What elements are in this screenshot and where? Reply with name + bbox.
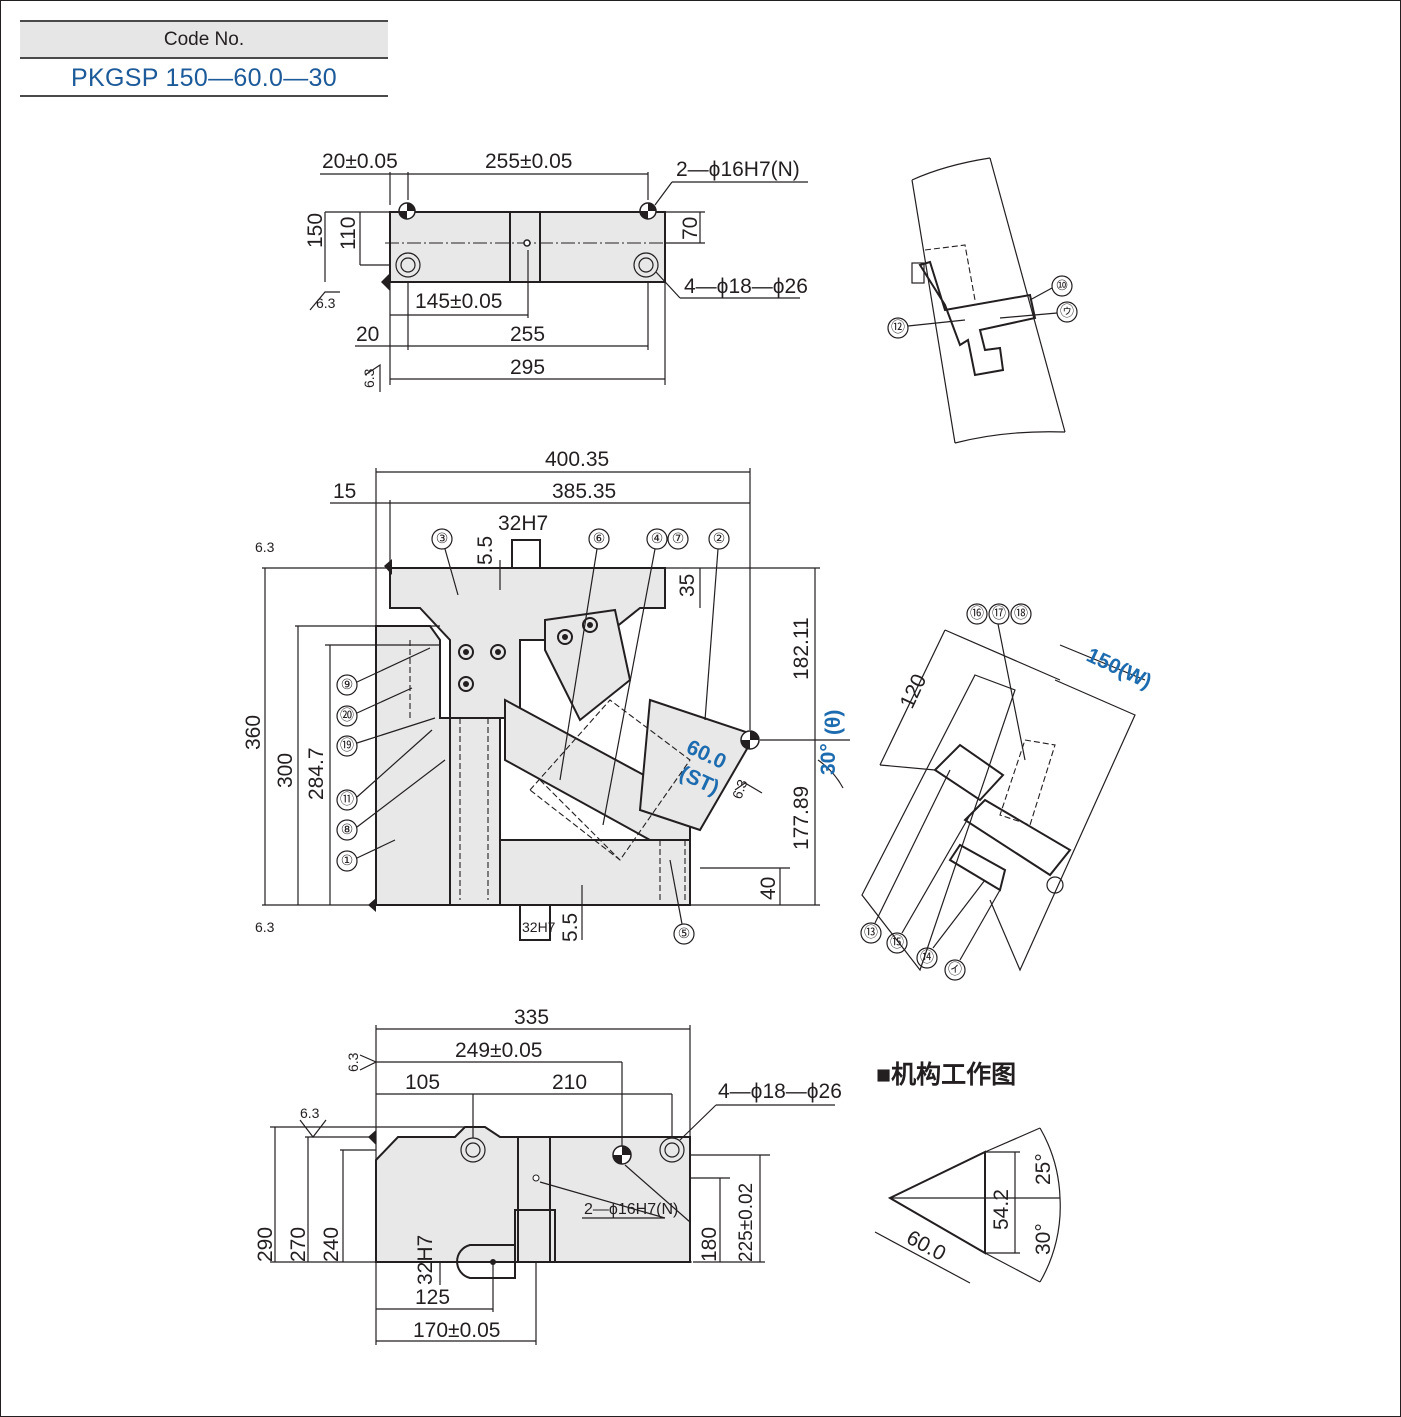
- top-plate-part3: [389, 567, 666, 719]
- dim-40: 40: [757, 877, 780, 900]
- callout-9: ⑨: [341, 677, 354, 693]
- dim-20: 20: [356, 323, 379, 346]
- roughness-label: 6.3: [316, 295, 336, 311]
- callout-2: ②: [713, 531, 726, 547]
- callout-18: ⑱: [1014, 606, 1028, 622]
- callout-16: ⑯: [970, 606, 984, 622]
- dim-20-tol: 20±0.05: [322, 150, 398, 173]
- callout-1: ①: [341, 853, 354, 869]
- pin-holes-label: 2—ϕ16H7(N): [584, 1201, 678, 1218]
- callout-19: ⑲: [340, 738, 354, 754]
- bottom-view: 335 249±0.05 105 210 4—ϕ18—ϕ26 2—ϕ16H7(N…: [254, 1006, 842, 1345]
- bolt-holes-label: 4—ϕ18—ϕ26: [718, 1080, 842, 1103]
- dim-5-5-bottom: 5.5: [559, 913, 582, 942]
- roughness-label: 6.3: [255, 919, 275, 935]
- dim-290: 290: [254, 1227, 277, 1262]
- dim-32h7: 32H7: [414, 1235, 437, 1285]
- dim-300: 300: [274, 753, 297, 788]
- code-box: Code No. PKGSP 150—60.0—30: [20, 20, 388, 97]
- pin-holes-label: 2—ϕ16H7(N): [676, 158, 800, 181]
- dim-182-11: 182.11: [790, 617, 813, 680]
- callout-17: ⑰: [992, 606, 1006, 622]
- callout-6: ⑥: [593, 531, 606, 547]
- dim-120: 120: [896, 671, 932, 712]
- callout-22: ㋒: [1060, 304, 1074, 320]
- front-view: 400.35 15 385.35 32H7 5.5 35 182.11 177.…: [242, 448, 850, 945]
- callout-11: ⑪: [340, 792, 354, 808]
- callout-4: ④: [651, 531, 664, 547]
- roughness-label: 6.3: [300, 1105, 320, 1121]
- bolt-hole-icon: [1046, 876, 1064, 894]
- roughness-label: 6.3: [345, 1052, 361, 1072]
- dim-105: 105: [405, 1071, 440, 1094]
- dim-150: 150: [304, 213, 327, 248]
- dim-145-tol: 145±0.05: [415, 290, 502, 313]
- mechanism-diagram: ■机构工作图 54.2 25° 30° 60.0: [874, 1061, 1061, 1284]
- mechanism-height: 54.2: [990, 1189, 1013, 1230]
- dim-177-89: 177.89: [790, 786, 813, 850]
- callout-3: ③: [436, 531, 449, 547]
- detail-side-view: ⑯ ⑰ ⑱ 120 150(W) ⑬ ⑮ ⑭ ㋑: [860, 603, 1155, 981]
- angle-symbol: (θ): [822, 710, 845, 735]
- roughness-label: 6.3: [729, 777, 751, 801]
- callouts: ③ ⑥ ④ ⑦ ② ⑨ ⑳ ⑲ ⑪ ⑧ ① ⑤: [336, 528, 730, 945]
- dim-335: 335: [514, 1006, 549, 1029]
- dim-385-35: 385.35: [552, 480, 616, 503]
- callout-13: ⑬: [864, 925, 878, 941]
- dim-270: 270: [287, 1227, 310, 1262]
- detail-mount-view: ⑩ ㋒ ⑫: [887, 157, 1078, 444]
- callout-7: ⑦: [672, 531, 685, 547]
- dim-170-tol: 170±0.05: [413, 1319, 500, 1342]
- callout-15: ⑮: [890, 935, 904, 951]
- dim-255: 255: [510, 323, 545, 346]
- top-view: 20±0.05 255±0.05 2—ϕ16H7(N) 150 110 70 4…: [304, 150, 808, 392]
- callout-21: ㋑: [948, 962, 962, 978]
- bolt-hole-icon: [633, 252, 659, 278]
- dim-180: 180: [698, 1227, 721, 1262]
- bolt-holes-label: 4—ϕ18—ϕ26: [684, 275, 808, 298]
- callout-8: ⑧: [341, 822, 354, 838]
- dim-255-tol: 255±0.05: [485, 150, 572, 173]
- callout-5: ⑤: [678, 926, 691, 942]
- callout-10: ⑩: [1056, 278, 1069, 294]
- mechanism-title: ■机构工作图: [876, 1061, 1016, 1089]
- roughness-label: 6.3: [361, 368, 377, 388]
- dim-32h7-bottom: 32H7: [522, 919, 556, 935]
- dim-210: 210: [552, 1071, 587, 1094]
- mechanism-angle-lower: 30°: [1032, 1223, 1055, 1255]
- mechanism-angle-upper: 25°: [1032, 1153, 1055, 1185]
- dim-240: 240: [320, 1227, 343, 1262]
- dim-400-35: 400.35: [545, 448, 609, 471]
- dim-110: 110: [337, 217, 360, 250]
- dim-284-7: 284.7: [305, 747, 328, 800]
- dim-5-5-top: 5.5: [474, 536, 497, 565]
- callout-20: ⑳: [340, 708, 354, 724]
- bolt-hole-icon: [395, 252, 421, 278]
- dim-295: 295: [510, 356, 545, 379]
- angle-value: 30°: [817, 743, 840, 775]
- dim-225-tol: 225±0.02: [736, 1183, 757, 1262]
- width-label: 150(W): [1083, 644, 1155, 694]
- dim-15: 15: [333, 480, 356, 503]
- code-label: Code No.: [20, 20, 388, 59]
- roughness-label: 6.3: [255, 539, 275, 555]
- code-value: PKGSP 150—60.0—30: [20, 59, 388, 97]
- dim-360: 360: [242, 715, 265, 750]
- callout-14: ⑭: [920, 950, 934, 966]
- dim-70: 70: [679, 217, 702, 240]
- dim-32h7-top: 32H7: [498, 512, 548, 535]
- dim-125: 125: [415, 1286, 450, 1309]
- dim-249-tol: 249±0.05: [455, 1039, 542, 1062]
- callout-12: ⑫: [891, 320, 905, 336]
- dim-35: 35: [676, 574, 699, 597]
